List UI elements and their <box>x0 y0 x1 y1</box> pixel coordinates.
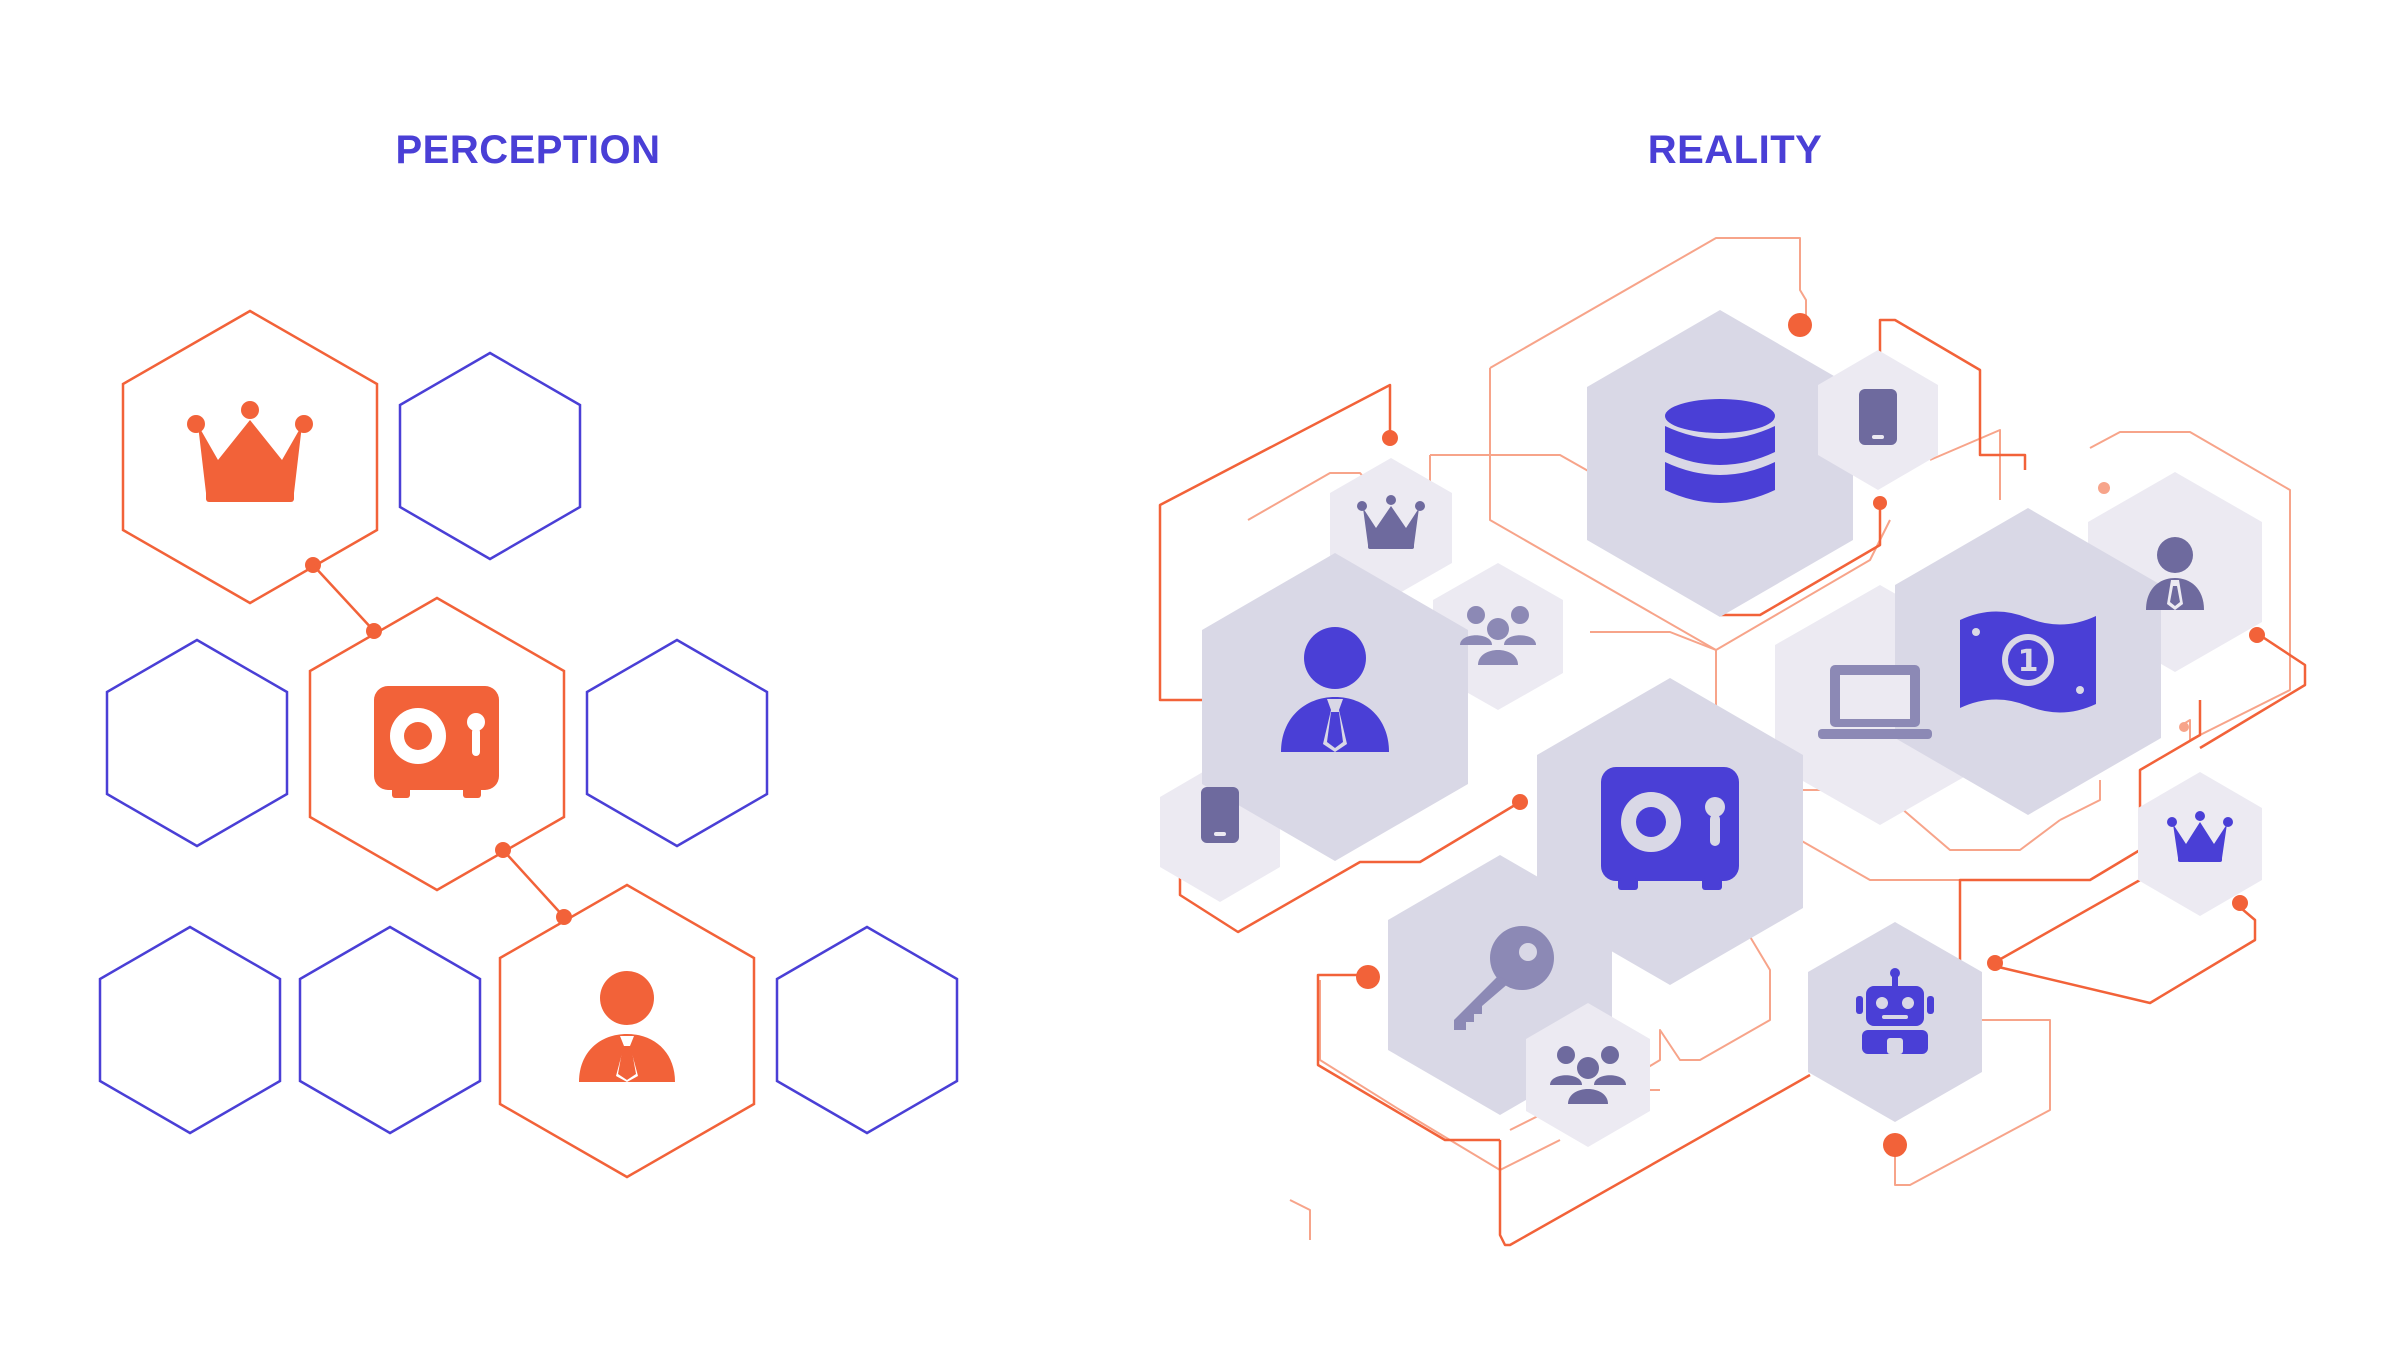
hexagon-empty <box>585 638 769 848</box>
connector-dot <box>1356 965 1380 989</box>
safe-icon <box>1601 767 1739 890</box>
crown-icon <box>1357 495 1425 549</box>
group-icon <box>1460 606 1536 665</box>
perception-panel <box>98 309 959 1179</box>
circuit-line <box>1178 800 1521 934</box>
person-icon <box>1281 627 1389 752</box>
circuit-line <box>2199 630 2307 750</box>
circuit-line <box>1878 318 2027 472</box>
key-icon <box>1454 926 1554 1030</box>
crown-icon <box>2167 811 2233 862</box>
reality-heading: REALITY <box>1647 128 1823 172</box>
circuit-line <box>1989 902 2257 1005</box>
circuit-line <box>2089 431 2291 741</box>
circuit-line <box>1894 1019 2051 1186</box>
laptop-icon <box>1818 665 1932 739</box>
safe-icon <box>374 686 499 798</box>
circuit-line <box>1499 1139 1561 1171</box>
banknote-numeral: 1 <box>2018 644 2039 679</box>
circuit-line <box>1316 973 1500 1142</box>
circuit-line <box>1720 500 1882 617</box>
connector-dot <box>2179 722 2189 732</box>
circuit-line <box>1559 919 1771 1121</box>
connector-dot <box>1883 1133 1907 1157</box>
connector-dot <box>556 909 572 925</box>
circuit-line <box>1590 631 1717 651</box>
connector-dot <box>2098 482 2110 494</box>
circuit-line <box>1489 237 1807 369</box>
hexagon-empty <box>298 925 482 1135</box>
connector-dot <box>1873 496 1887 510</box>
banknote-icon: 1 <box>1960 611 2096 713</box>
tablet-icon <box>1859 389 1897 445</box>
circuit-line <box>1498 1073 1811 1247</box>
hexagon-safe <box>308 596 566 892</box>
robot-icon <box>1856 968 1934 1054</box>
circuit-line <box>1929 429 2001 500</box>
circuit-line <box>2059 780 2101 821</box>
hexagon-empty <box>398 351 582 561</box>
person-icon <box>2146 537 2204 610</box>
circuit-line <box>1989 868 2142 967</box>
tablet-icon <box>1201 787 1239 843</box>
connector-dot <box>1382 430 1398 446</box>
reality-circuit-dots <box>1175 313 2265 1157</box>
connector-line <box>502 849 565 918</box>
group-icon <box>1550 1046 1626 1104</box>
database-icon <box>1665 399 1775 503</box>
connector-line <box>312 564 375 632</box>
connector-dot <box>2249 627 2265 643</box>
hexagon-empty <box>775 925 959 1135</box>
circuit-line <box>1289 1199 1311 1240</box>
reality-panel: 1 <box>1158 237 2307 1247</box>
hexagon-person <box>498 883 756 1179</box>
hexagon-empty <box>98 925 282 1135</box>
connector-dot <box>1512 794 1528 810</box>
connector-dot <box>366 623 382 639</box>
hexagon-crown <box>121 309 379 605</box>
connector-dot <box>1788 313 1812 337</box>
connector-dot <box>1987 955 2003 971</box>
circuit-line <box>1158 383 1392 702</box>
hexagon-empty <box>105 638 289 848</box>
connector-dot <box>2232 895 2248 911</box>
perception-connectors <box>312 564 565 918</box>
person-icon <box>579 971 675 1082</box>
perception-heading: PERCEPTION <box>395 128 661 172</box>
crown-icon <box>187 401 313 502</box>
